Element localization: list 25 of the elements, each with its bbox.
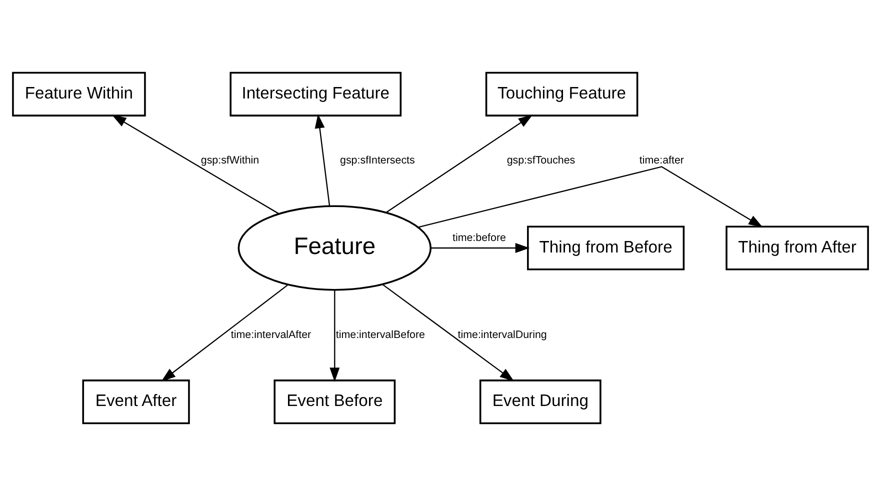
node-box: Intersecting Feature: [230, 72, 402, 116]
node-box: Touching Feature: [485, 72, 638, 116]
edge-label: time:before: [452, 232, 506, 244]
node-box: Event Before: [274, 380, 396, 424]
arrow: [386, 114, 533, 213]
arrow: [330, 290, 340, 382]
node-box: Event After: [82, 380, 190, 424]
edge-label: time:intervalBefore: [336, 328, 425, 341]
arrow: [314, 114, 330, 206]
node-box: Feature Within: [12, 72, 146, 116]
edge-label: time:after: [639, 154, 684, 166]
arrow: [418, 166, 763, 228]
edge-label: time:intervalDuring: [458, 328, 547, 341]
edge-label: gsp:sfIntersects: [340, 154, 415, 166]
arrow: [382, 284, 514, 382]
node-box: Event During: [479, 380, 602, 424]
node-ellipse: Feature: [238, 205, 432, 291]
node-box: Thing from Before: [527, 226, 685, 270]
node-box: Thing from After: [726, 226, 869, 270]
arrow: [161, 284, 288, 382]
edge-label: gsp:sfWithin: [200, 154, 260, 166]
edge-label: gsp:sfTouches: [506, 154, 576, 166]
edge-label: time:intervalAfter: [230, 328, 312, 341]
arrow: [112, 114, 280, 214]
arrow: [430, 243, 530, 253]
